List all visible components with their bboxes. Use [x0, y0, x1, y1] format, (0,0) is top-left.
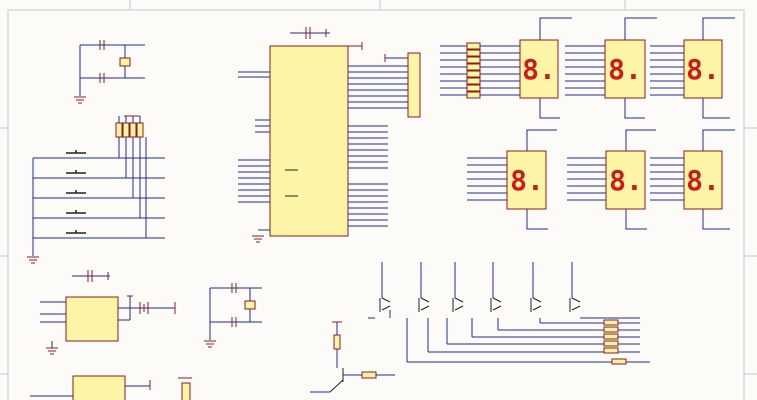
crystal-oscillator-circuit	[79, 40, 145, 96]
seven-segment-display-1: 8.	[519, 17, 572, 119]
pull-up-resistors	[115, 115, 147, 238]
voltage-regulator-circuit	[40, 270, 176, 348]
buzzer-driver-transistor	[310, 321, 395, 393]
digit-glyph: 8.	[686, 53, 720, 86]
second-crystal-circuit	[209, 283, 262, 340]
seven-segment-display-2: 8.	[565, 17, 657, 119]
push-buttons	[66, 150, 86, 234]
digit-glyph: 8.	[686, 164, 720, 197]
seven-segment-display-5: 8.	[567, 129, 656, 230]
digit-glyph: 8.	[609, 164, 643, 197]
ground-symbol	[46, 347, 58, 355]
ground-symbol	[252, 235, 264, 243]
digit-glyph: 8.	[608, 53, 642, 86]
seven-segment-display-6: 8.	[650, 129, 735, 230]
eeprom-chip	[30, 375, 192, 400]
digit-glyph: 8.	[522, 53, 556, 86]
push-button-array	[32, 157, 165, 256]
microcontroller-chip	[238, 27, 408, 237]
digit-glyph: 8.	[510, 164, 544, 197]
seven-segment-display-3: 8.	[650, 17, 735, 119]
ground-symbol	[74, 96, 86, 104]
pin-header	[384, 52, 421, 118]
transistor-driver-array	[368, 262, 650, 365]
ground-symbol	[27, 256, 39, 264]
ground-symbol	[204, 340, 216, 348]
segment-resistor-pack	[440, 42, 520, 99]
seven-segment-display-4: 8.	[467, 129, 557, 230]
